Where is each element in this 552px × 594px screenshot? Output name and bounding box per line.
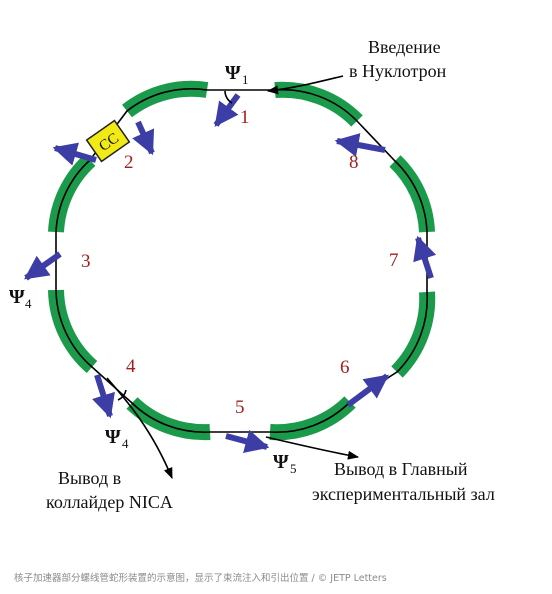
psi5-symbol: Ψ [273,451,289,473]
figure-caption: 核子加速器部分螺线管蛇形装置的示意图，显示了束流注入和引出位置 / © JETP… [14,573,387,584]
psi4-left-subscript: 4 [25,296,32,311]
section-number-4: 4 [126,356,136,377]
arrow-section-6 [346,373,389,408]
arrow-section-8 [334,133,386,157]
arrow-septum-out [52,142,97,166]
section-number-8: 8 [349,152,359,173]
text-labels: Введение в Нуклотрон Вывод в коллайдер N… [46,37,495,512]
injection-line [266,75,344,95]
section-number-1: 1 [240,107,250,128]
magnet-arc-right-upper [389,155,435,233]
angle-mark-psi4 [117,389,127,401]
extract-hall-label-line2: экспериментальный зал [312,484,495,504]
section-number-3: 3 [81,251,91,272]
magnet-arc-left-upper [48,154,96,233]
psi4-bottom-symbol: Ψ [105,426,121,448]
psi5-subscript: 5 [290,461,297,476]
arrow-section-5 [225,429,270,453]
angle-mark-psi1 [224,90,233,104]
psi5-label: Ψ 5 [273,451,297,476]
injection-label-line2: в Нуклотрон [349,61,447,81]
extract-hall-label-line1: Вывод в Главный [334,459,468,479]
psi4-left-label: Ψ 4 [9,286,32,311]
psi4-left-symbol: Ψ [9,286,25,308]
extract-nica-label-line2: коллайдер NICA [46,492,173,512]
psi1-subscript: 1 [242,72,249,87]
extract-nica-label-line1: Вывод в [58,468,121,488]
section-number-2: 2 [124,152,134,173]
psi1-symbol: Ψ [225,62,241,84]
magnet-arc-bottom-right [269,396,356,441]
beam-lines [106,75,360,480]
septum-magnet: CC [85,119,131,163]
injection-label-line1: Введение [368,37,441,57]
section-number-7: 7 [389,250,399,271]
arrow-section-3 [24,251,62,281]
magnet-arc-left-lower [48,289,98,374]
psi4-bottom-label: Ψ 4 [105,426,129,451]
arrow-section-2-down [132,120,155,156]
arrow-section-4 [92,374,115,419]
extraction-nica-line [106,377,173,480]
magnet-arc-bottom-left [126,397,211,441]
arrow-section-7 [413,235,437,279]
section-number-5: 5 [235,397,245,418]
extraction-hall-line [265,436,360,460]
section-number-6: 6 [340,357,350,378]
kicker-arrows [24,93,437,453]
arrow-section-1 [213,93,241,127]
psi4-bottom-subscript: 4 [122,436,129,451]
magnet-arc-right-lower [391,291,436,378]
psi1-label: Ψ 1 [225,62,249,87]
psi-labels: Ψ 1 Ψ 4 Ψ 4 Ψ 5 [9,62,297,476]
section-numbers: 1 2 3 4 5 6 7 8 [81,107,399,418]
